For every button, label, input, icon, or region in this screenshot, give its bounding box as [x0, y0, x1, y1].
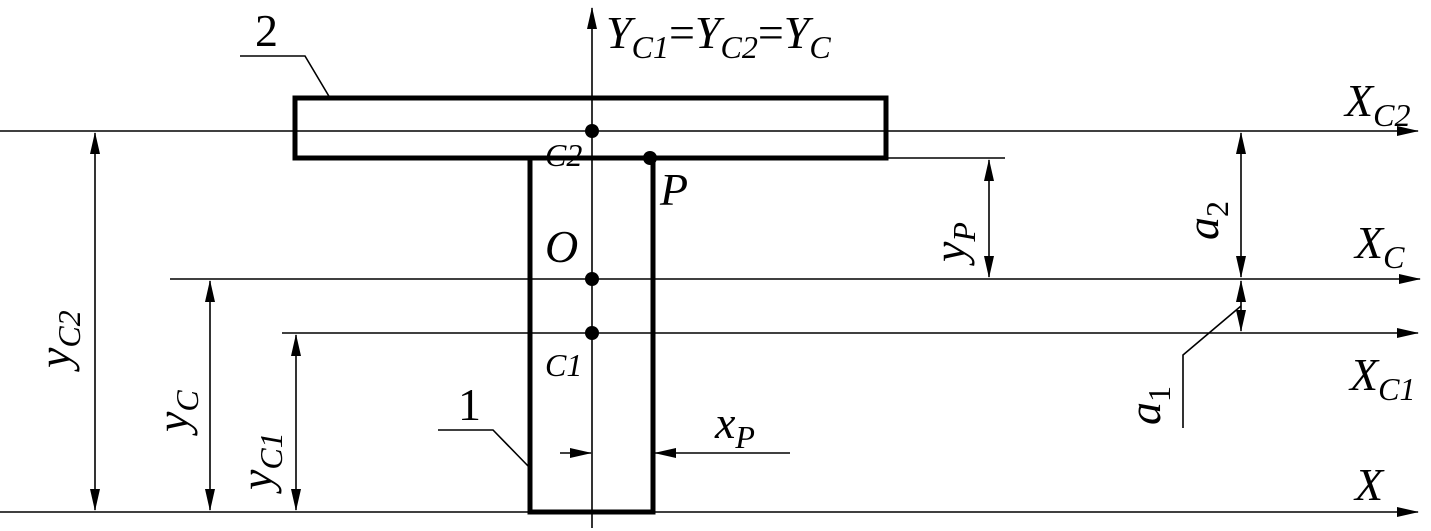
y-c1-label: yC1	[231, 432, 289, 494]
point-p	[643, 151, 657, 165]
c1-label: C1	[545, 347, 582, 383]
flange-part-2	[292, 95, 889, 161]
leader-part-2	[240, 55, 331, 99]
svg-text:YC1=YC2=YC: YC1=YC2=YC	[606, 7, 831, 65]
part-2-label: 2	[255, 5, 278, 56]
y-c2-label: yC2	[29, 310, 87, 372]
a1-label: a1	[1119, 386, 1177, 425]
x-p-label: xP	[714, 397, 755, 455]
point-c1	[585, 326, 599, 340]
point-c2	[585, 124, 599, 138]
x-c1-label: XC1	[1348, 349, 1415, 407]
x-label: X	[1353, 459, 1385, 510]
c2-label: C2	[545, 137, 582, 173]
x-c2-label: XC2	[1343, 75, 1410, 133]
a2-label: a2	[1177, 201, 1235, 240]
web-part-1	[527, 158, 656, 515]
p-label: P	[659, 164, 688, 215]
y-axis-title: YC1=YC2=YC	[606, 7, 831, 65]
point-o	[585, 272, 599, 286]
y-c-label: yC	[147, 390, 205, 436]
x-c-label: XC	[1353, 217, 1405, 275]
y-p-label: yP	[924, 222, 982, 266]
part-1-label: 1	[458, 379, 481, 430]
o-label: O	[545, 221, 578, 272]
leader-a1	[1182, 305, 1242, 428]
leader-part-1	[438, 429, 531, 469]
